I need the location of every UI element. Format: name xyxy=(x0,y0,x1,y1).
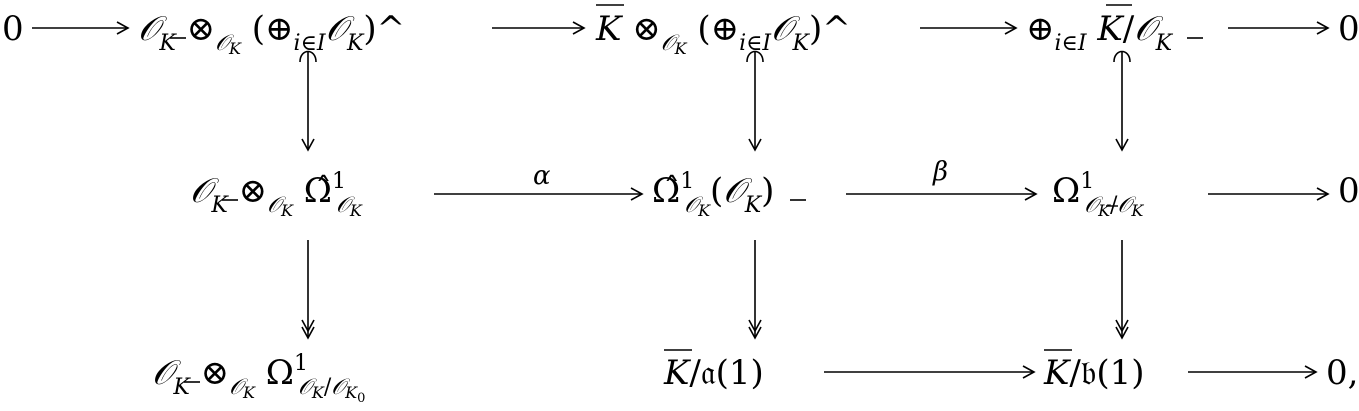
arrow-r1c2-to-r1c3 xyxy=(920,21,1018,35)
node-r3-c2: K/𝔞(1) xyxy=(663,349,764,393)
arrow-alpha xyxy=(434,187,644,201)
label-beta: β xyxy=(932,157,948,187)
surj-arrow-col3-bottom xyxy=(1115,240,1129,340)
arrow-0-to-r1c1 xyxy=(32,21,130,35)
svg-text:K ⊗𝒪K (⊕i∈I𝒪K)^: K ⊗𝒪K (⊕i∈I𝒪K)^ xyxy=(595,9,851,58)
svg-text:⊕i∈I K/𝒪K: ⊕i∈I K/𝒪K xyxy=(1026,9,1174,56)
hook-arrow-col3-top xyxy=(1113,50,1131,152)
svg-text:𝒪K ⊗𝒪K Ω̂1𝒪K: 𝒪K ⊗𝒪K Ω̂1𝒪K xyxy=(190,169,363,220)
node-r3-c3: K/𝔟(1) xyxy=(1043,349,1145,393)
surj-arrow-col2-bottom xyxy=(748,240,762,340)
surj-arrow-col1-bottom xyxy=(301,240,315,340)
arrow-r1c3-to-0 xyxy=(1228,21,1330,35)
svg-text:𝒪K ⊗𝒪K (⊕i∈I𝒪K)^: 𝒪K ⊗𝒪K (⊕i∈I𝒪K)^ xyxy=(138,9,405,58)
node-zero-r2: 0 xyxy=(1338,171,1359,211)
node-zero-r3: 0, xyxy=(1326,353,1358,393)
node-r1-c1: 𝒪K ⊗𝒪K (⊕i∈I𝒪K)^ xyxy=(138,9,405,58)
arrow-r3c3-to-0 xyxy=(1188,365,1318,379)
hook-arrow-col2-top xyxy=(746,50,764,152)
arrow-beta xyxy=(846,187,1038,201)
node-zero-left: 0 xyxy=(2,9,24,49)
arrow-r3c2-to-r3c3 xyxy=(824,365,1036,379)
hook-arrow-col1-top xyxy=(299,50,317,152)
node-zero-r1: 0 xyxy=(1338,9,1359,49)
svg-text:K/𝔞(1): K/𝔞(1) xyxy=(663,353,764,393)
node-r1-c2: K ⊗𝒪K (⊕i∈I𝒪K)^ xyxy=(595,4,851,58)
arrow-r2c3-to-0 xyxy=(1208,187,1330,201)
svg-text:Ω̂1𝒪K(𝒪K): Ω̂1𝒪K(𝒪K) xyxy=(652,169,774,220)
arrow-r1c1-to-r1c2 xyxy=(492,21,586,35)
svg-text:K/𝔟(1): K/𝔟(1) xyxy=(1043,353,1145,393)
node-r1-c3: ⊕i∈I K/𝒪K xyxy=(1026,4,1203,56)
label-alpha: α xyxy=(533,161,551,191)
